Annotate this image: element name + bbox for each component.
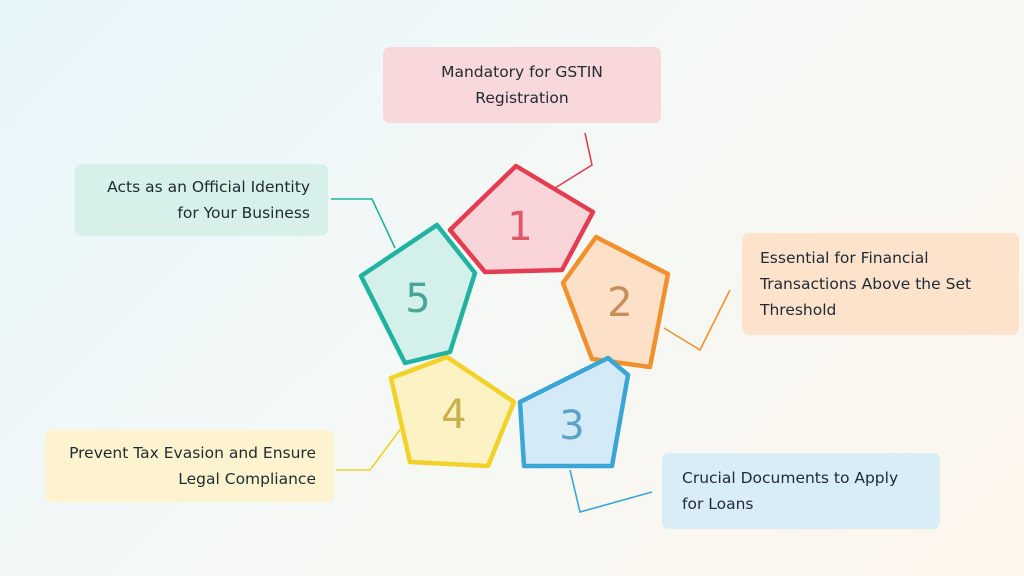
pentagon-4 bbox=[388, 354, 517, 469]
label-card-5: Acts as an Official Identity for Your Bu… bbox=[75, 164, 328, 236]
label-text-5: Acts as an Official Identity for Your Bu… bbox=[107, 178, 310, 222]
connector-line-3 bbox=[569, 469, 653, 513]
connector-line-4 bbox=[336, 422, 406, 471]
step-number-4: 4 bbox=[441, 392, 466, 438]
label-card-3: Crucial Documents to Apply for Loans bbox=[662, 453, 940, 529]
label-card-4: Prevent Tax Evasion and Ensure Legal Com… bbox=[45, 430, 334, 502]
label-text-1: Mandatory for GSTIN Registration bbox=[441, 63, 603, 107]
step-number-5: 5 bbox=[405, 276, 430, 322]
pentagon-2 bbox=[560, 234, 671, 370]
pentagon-3 bbox=[517, 355, 631, 469]
label-text-3: Crucial Documents to Apply for Loans bbox=[682, 469, 899, 513]
step-number-1: 1 bbox=[507, 204, 532, 250]
pentagon-5 bbox=[358, 222, 478, 366]
connector-line-1 bbox=[554, 132, 593, 189]
label-card-1: Mandatory for GSTIN Registration bbox=[383, 47, 661, 123]
step-number-2: 2 bbox=[607, 280, 632, 326]
label-text-4: Prevent Tax Evasion and Ensure Legal Com… bbox=[69, 444, 316, 488]
label-text-2: Essential for Financial Transactions Abo… bbox=[760, 249, 972, 319]
connector-line-2 bbox=[663, 289, 731, 352]
label-card-2: Essential for Financial Transactions Abo… bbox=[742, 233, 1019, 335]
step-number-3: 3 bbox=[559, 403, 584, 449]
connector-line-5 bbox=[331, 198, 396, 249]
pentagon-1 bbox=[447, 163, 596, 275]
